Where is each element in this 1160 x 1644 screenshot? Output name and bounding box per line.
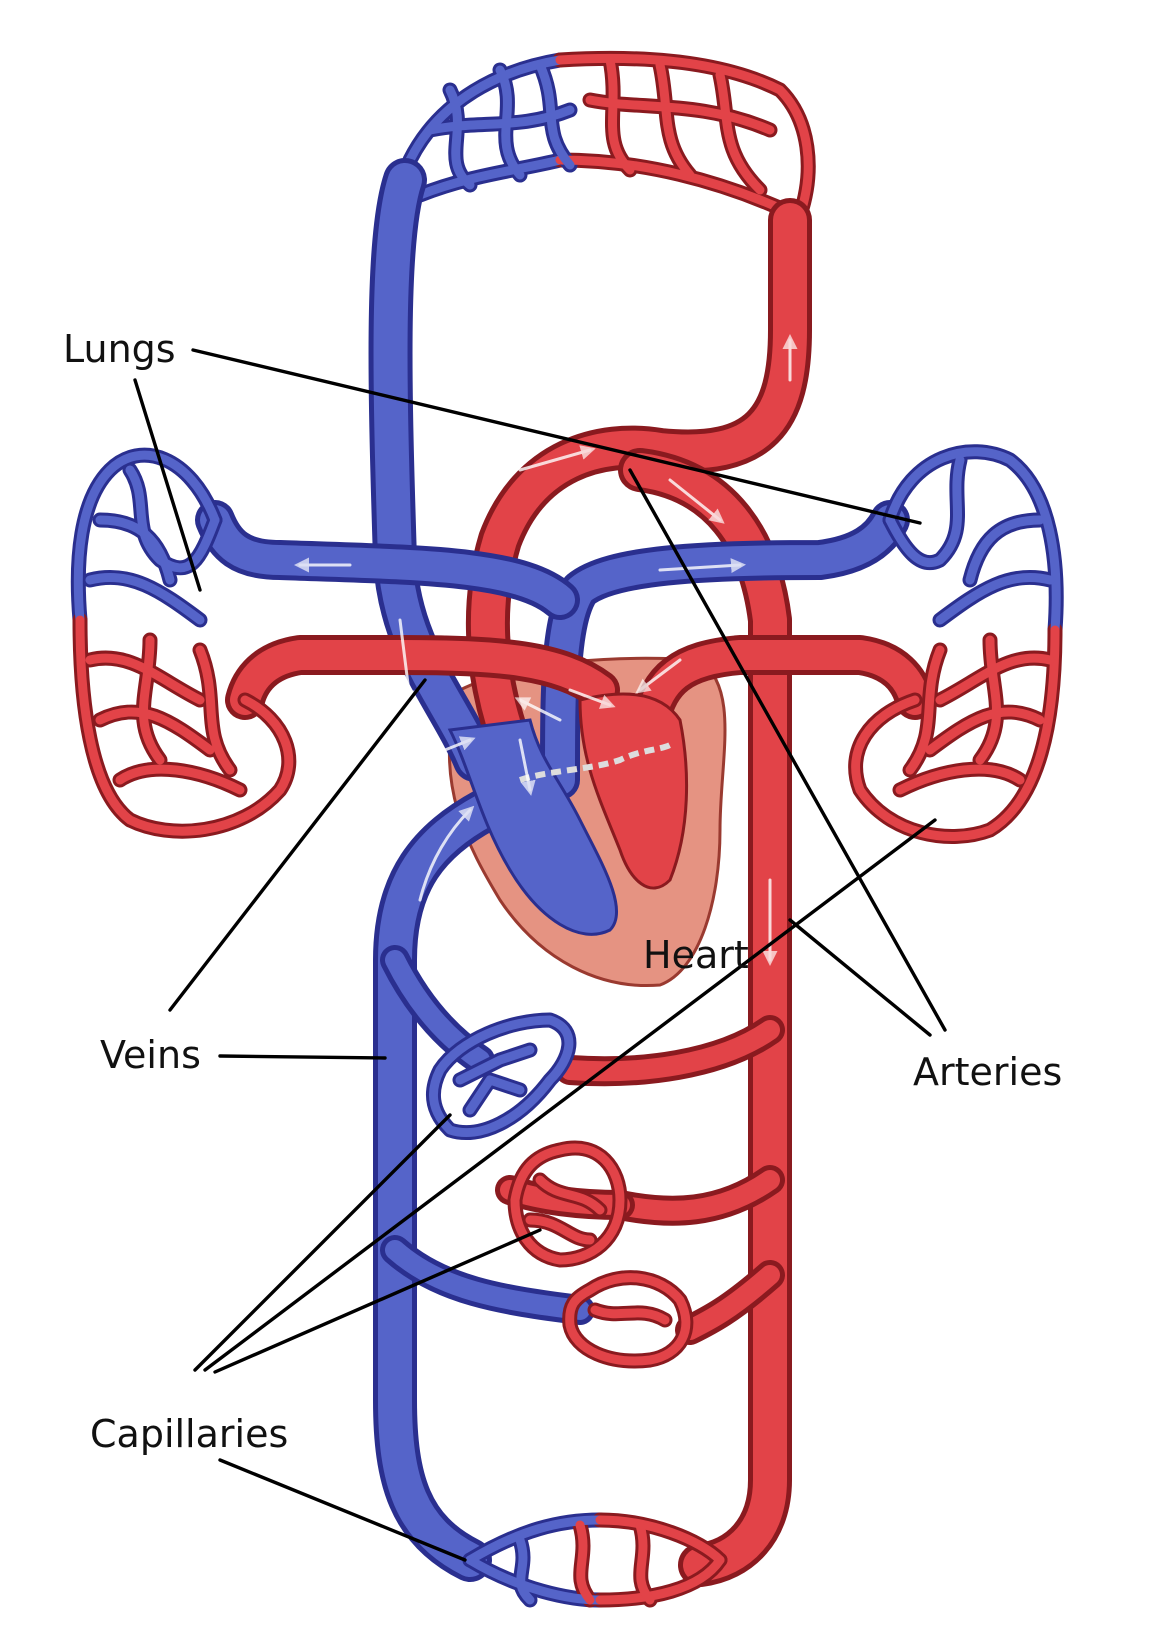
capillaries-leader-2	[203, 818, 937, 1372]
veins-leader-svc	[168, 678, 427, 1012]
label-heart: Heart	[643, 933, 749, 977]
arteries-leader-descending	[788, 918, 932, 1037]
arteries-leader-aorta	[628, 468, 947, 1032]
label-arteries: Arteries	[913, 1050, 1062, 1094]
lower-capillary-bed	[462, 1512, 728, 1608]
right-lung	[848, 444, 1064, 844]
flow-arrows	[294, 334, 798, 966]
main-artery-loop	[465, 198, 812, 1587]
label-capillaries: Capillaries	[90, 1412, 288, 1456]
heart-chambers	[447, 692, 689, 936]
upper-capillary-bed	[402, 50, 816, 223]
veins-leader-ivc	[218, 1054, 387, 1060]
capillaries-leader-3	[213, 1228, 542, 1374]
left-lung	[70, 447, 297, 839]
capillaries-leader-1	[193, 1113, 452, 1372]
pulmonary-vessels	[195, 500, 935, 800]
label-lungs: Lungs	[63, 327, 176, 371]
lungs-leader-right	[191, 348, 922, 525]
main-vein-loop	[368, 158, 507, 1582]
lungs-leader-left	[133, 378, 202, 592]
leader-lines	[133, 348, 947, 1562]
label-veins: Veins	[100, 1033, 201, 1077]
organ-capillary-beds	[380, 945, 785, 1369]
capillaries-leader-bottom	[218, 1458, 467, 1562]
